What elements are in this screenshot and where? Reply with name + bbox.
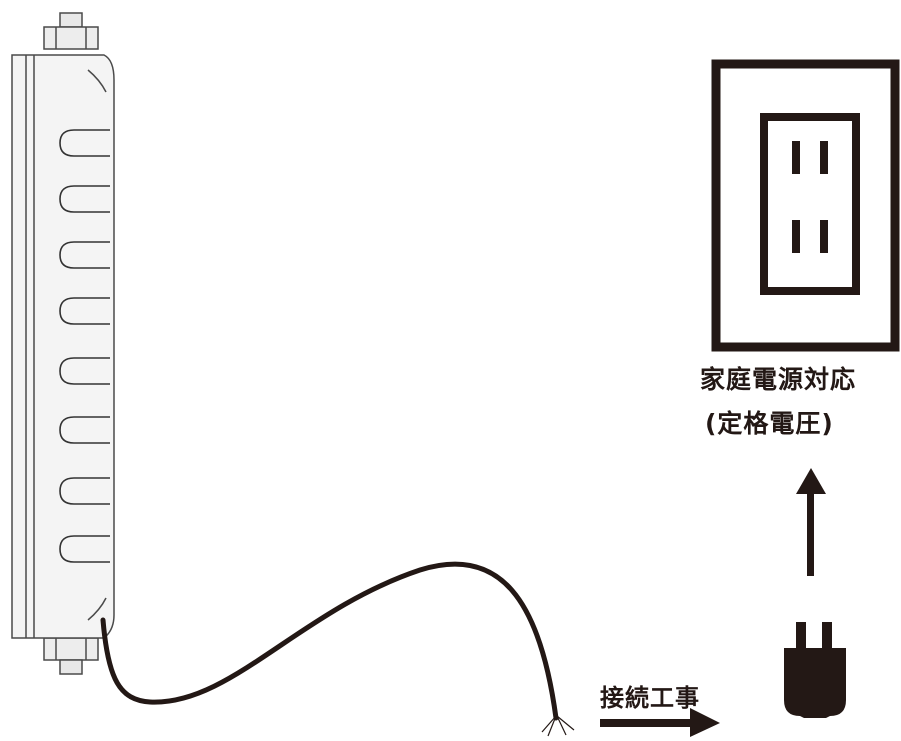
panel-heater-icon xyxy=(11,12,115,675)
power-cable-icon xyxy=(100,561,575,737)
connection-work-label: 接続工事 xyxy=(600,684,700,712)
wall-outlet-icon xyxy=(711,59,900,352)
arrow-up-icon xyxy=(796,468,826,576)
outlet-label-line2: (定格電圧) xyxy=(705,409,834,438)
outlet-label-line1: 家庭電源対応 xyxy=(700,365,857,394)
arrow-right-icon xyxy=(600,708,720,737)
power-plug-icon xyxy=(784,622,846,718)
